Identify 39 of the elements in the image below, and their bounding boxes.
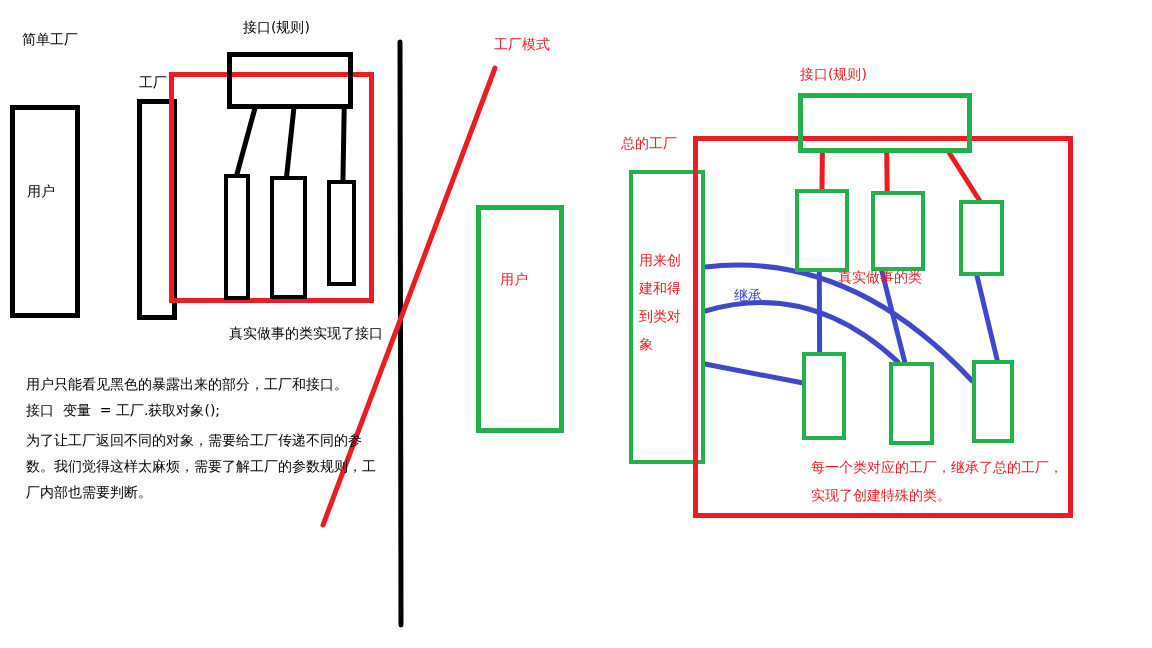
caption-text: 真实做事的类实现了接口 [229,324,384,343]
empty-box [795,189,849,272]
box-frame [693,136,1073,518]
connector-line [284,106,297,179]
label-text: 工厂模式 [494,35,550,53]
box-frame [10,105,80,318]
node-heading: 工厂 [139,73,167,91]
node-heading: 总的工厂 [621,134,677,152]
connector-line [819,150,825,192]
connector-line [340,106,347,183]
annotation-text: 继承 [734,286,762,304]
note-text: 用户只能看见黑色的暴露出来的部分，工厂和接口。 [26,375,348,393]
connector-line [702,300,901,365]
node-text: 用户 [27,182,55,200]
connector-line [702,262,975,384]
empty-box [802,352,846,440]
node-text: 每一个类对应的工厂，继承了总的工厂，实现了创建特殊的类。 [811,458,1064,505]
node-heading: 接口(规则) [243,18,310,36]
node-text: 用来创建和得到类对象 [639,251,682,354]
node-text: 用户 [500,270,528,288]
empty-box [959,200,1004,276]
empty-box [889,362,934,445]
connector-line [879,268,908,365]
code-line: 接口 变量 = 工厂.获取对象(); [26,401,221,419]
connector-line [816,269,823,355]
empty-box [871,191,925,271]
connector-line [884,150,890,194]
connector-line [234,106,258,177]
empty-box [169,72,374,303]
connector-line [946,150,982,203]
label-text: 简单工厂 [22,30,78,48]
empty-box [224,174,250,300]
connector-line [974,273,1000,363]
empty-box [270,176,307,299]
node-heading: 接口(规则) [800,65,867,83]
box-frame [476,205,564,433]
empty-box [327,180,356,286]
connector-line [702,361,805,386]
empty-box [972,360,1014,443]
